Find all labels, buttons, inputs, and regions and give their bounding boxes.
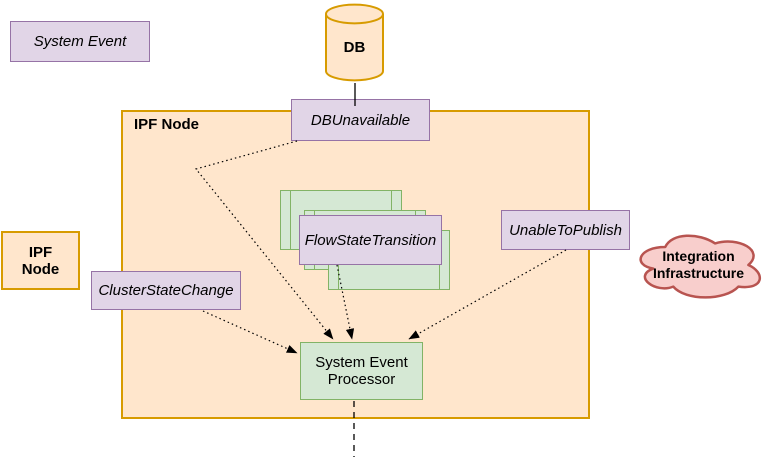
- db-cylinder-shape: [325, 3, 384, 82]
- ipf-node-container-label: IPF Node: [134, 116, 200, 133]
- system-event-processor-label: System Event Processor: [315, 354, 408, 388]
- ipf-node-legend-box: IPF Node: [1, 231, 80, 290]
- flow-state-transition-label: FlowStateTransition: [304, 231, 437, 249]
- system-event-legend-label: System Event: [33, 33, 127, 50]
- flow-state-transition-box: FlowStateTransition: [299, 215, 442, 265]
- db-cylinder: DB: [325, 3, 384, 83]
- system-event-processor-box: System Event Processor: [300, 342, 423, 400]
- db-unavailable-label: DBUnavailable: [310, 111, 411, 129]
- integration-infrastructure-cloud: Integration Infrastructure: [630, 227, 767, 303]
- integration-infrastructure-label: Integration Infrastructure: [652, 248, 745, 281]
- db-label: DB: [343, 38, 366, 56]
- ipf-node-legend-label: IPF Node: [21, 243, 60, 278]
- process-bar: [290, 191, 291, 249]
- unable-to-publish-label: UnableToPublish: [509, 221, 622, 239]
- db-unavailable-box: DBUnavailable: [291, 99, 430, 141]
- cluster-state-change-label: ClusterStateChange: [98, 282, 234, 299]
- cloud-shape: [639, 234, 761, 299]
- system-event-legend-box: System Event: [10, 21, 150, 62]
- unable-to-publish-box: UnableToPublish: [501, 210, 630, 250]
- cluster-state-change-box: ClusterStateChange: [91, 271, 241, 310]
